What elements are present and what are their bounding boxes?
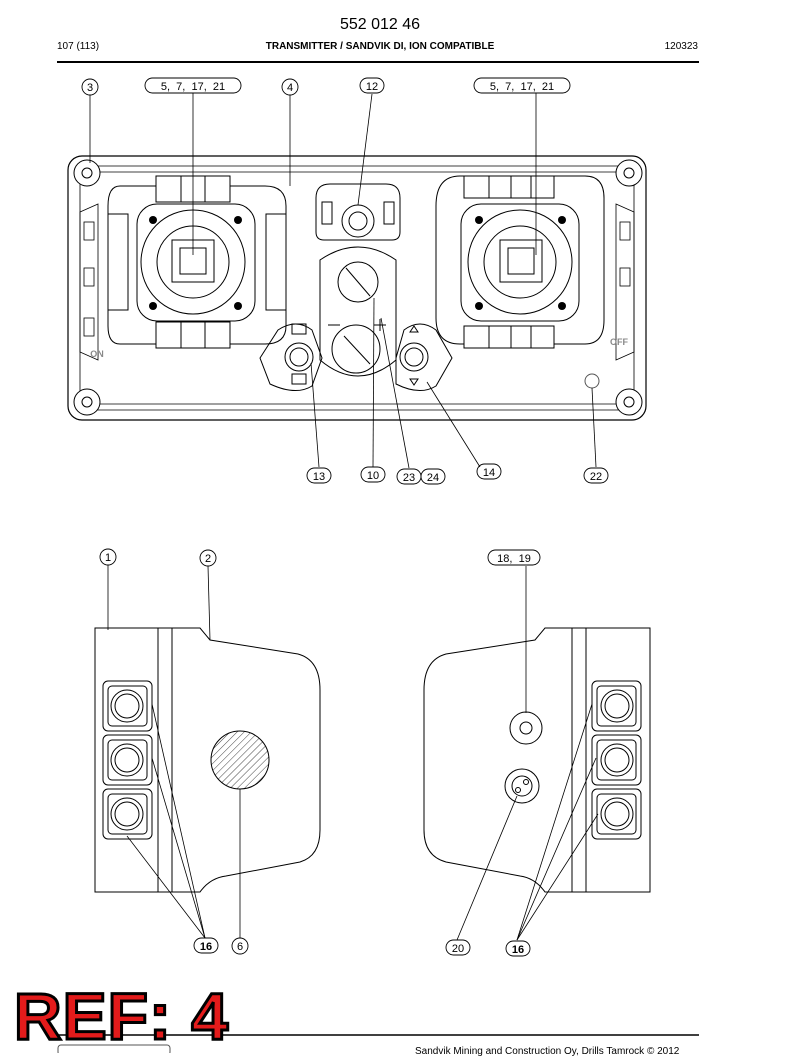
- callout-2: 2: [205, 553, 211, 565]
- right-joystick: [435, 175, 605, 349]
- callout-24: 24: [427, 472, 439, 484]
- top-leader-lines: [89, 93, 597, 469]
- right-side-view: [423, 627, 651, 893]
- document-code: 120323: [664, 41, 698, 52]
- header-rule: [57, 61, 699, 63]
- callout-4: 4: [287, 82, 293, 94]
- left-side-view: [94, 627, 321, 893]
- callout-18-19: 18, 19: [497, 553, 531, 565]
- on-label: ON: [90, 349, 104, 359]
- panel-top-view: [67, 155, 647, 421]
- left-push-button: [259, 323, 323, 391]
- callout-6: 6: [237, 941, 243, 953]
- side-button-strips: [79, 203, 635, 361]
- left-joystick-screws: [149, 216, 242, 310]
- bottom-leader-lines: [107, 565, 599, 941]
- top-callouts: [81, 77, 609, 485]
- right-joystick-screws: [475, 216, 566, 310]
- hatched-cap: [210, 730, 270, 790]
- ref-stamp: REF: 4: [12, 979, 230, 1053]
- off-label: OFF: [610, 337, 628, 347]
- corner-screw-holes: [73, 159, 643, 416]
- key-switch: [315, 183, 401, 241]
- part-number: 552 012 46: [339, 16, 421, 33]
- bottom-callouts: [99, 548, 541, 957]
- selector-knobs: [319, 246, 397, 377]
- callout-12: 12: [366, 81, 378, 93]
- callout-1: 1: [105, 552, 111, 564]
- callout-22: 22: [590, 471, 602, 483]
- right-push-button: [395, 323, 453, 391]
- callout-3: 3: [87, 82, 93, 94]
- sandvik-logo: [57, 1044, 171, 1053]
- callout-23: 23: [403, 472, 415, 484]
- page-title: TRANSMITTER / SANDVIK DI, ION COMPATIBLE: [265, 41, 495, 52]
- page-number: 107 (113): [57, 41, 100, 52]
- callout-16-right: 16: [512, 944, 524, 956]
- callout-14: 14: [483, 467, 495, 479]
- footer-copyright: Sandvik Mining and Construction Oy, Dril…: [415, 1046, 680, 1057]
- left-joystick: [107, 175, 287, 349]
- callout-16-left: 16: [200, 941, 212, 953]
- callout-5-7-17-21-right: 5, 7, 17, 21: [490, 81, 554, 93]
- callout-13: 13: [313, 471, 325, 483]
- callout-10: 10: [367, 470, 379, 482]
- callout-20: 20: [452, 943, 464, 955]
- callout-5-7-17-21-left: 5, 7, 17, 21: [161, 81, 225, 93]
